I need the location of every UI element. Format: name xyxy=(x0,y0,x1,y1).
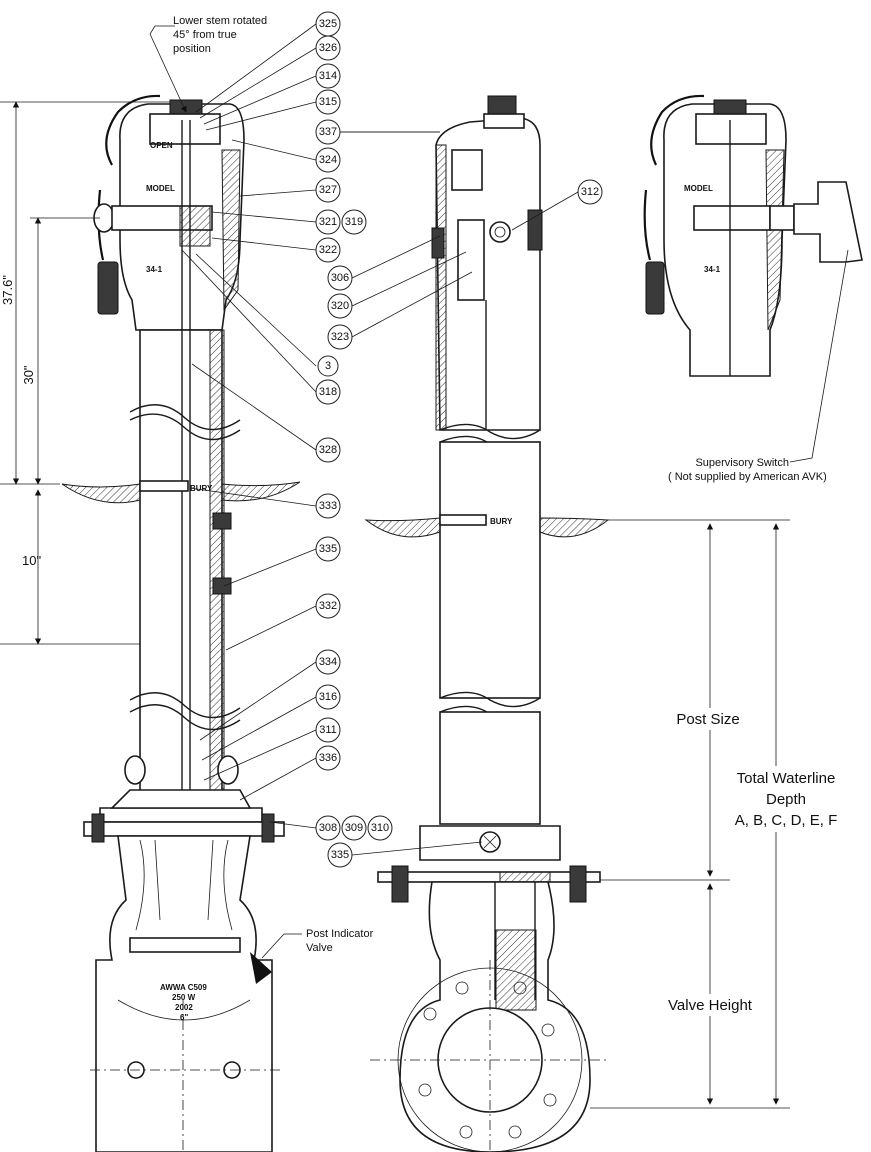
bury-marking-left: BURY xyxy=(190,484,213,493)
svg-text:334: 334 xyxy=(319,656,337,668)
callout-322: 322 xyxy=(315,237,341,263)
callout-335-upper: 335 xyxy=(315,536,341,562)
open-marking: OPEN xyxy=(150,141,173,150)
callout-324: 324 xyxy=(315,147,341,173)
svg-text:324: 324 xyxy=(319,154,337,166)
bury-offset-dim: 10" xyxy=(22,553,41,568)
total-depth-label-3: A, B, C, D, E, F xyxy=(735,812,838,829)
callout-334: 334 xyxy=(315,649,341,675)
supervisory-note-line-2: ( Not supplied by American AVK) xyxy=(668,471,827,483)
model-number-right: 34-1 xyxy=(704,265,721,274)
middle-view: BURY xyxy=(364,95,610,1152)
callout-325: 325 xyxy=(315,11,341,37)
svg-text:325: 325 xyxy=(319,18,337,30)
callout-337: 337 xyxy=(315,119,341,145)
svg-text:323: 323 xyxy=(331,331,349,343)
callout-318: 318 xyxy=(315,379,341,405)
svg-text:309: 309 xyxy=(345,822,363,834)
total-depth-label-1: Total Waterline xyxy=(737,770,836,787)
svg-text:335: 335 xyxy=(331,849,349,861)
callout-323: 323 xyxy=(327,324,353,350)
svg-text:328: 328 xyxy=(319,444,337,456)
svg-text:332: 332 xyxy=(319,600,337,612)
svg-text:322: 322 xyxy=(319,244,337,256)
callout-316: 316 xyxy=(315,684,341,710)
svg-text:316: 316 xyxy=(319,691,337,703)
svg-text:3: 3 xyxy=(325,360,331,372)
callout-bubbles: 325 326 314 315 337 324 327 312 321 319 … xyxy=(315,11,603,868)
piv-note-line-1: Post Indicator xyxy=(306,928,374,940)
svg-text:315: 315 xyxy=(319,96,337,108)
svg-text:321: 321 xyxy=(319,216,337,228)
upper-height-dim: 30" xyxy=(21,365,36,384)
callout-327: 327 xyxy=(315,177,341,203)
svg-text:335: 335 xyxy=(319,543,337,555)
year-marking: 2002 xyxy=(175,1003,193,1012)
piv-note: Post Indicator Valve xyxy=(250,928,374,984)
callout-319: 319 xyxy=(341,209,367,235)
callout-310: 310 xyxy=(367,815,393,841)
bury-marking-middle: BURY xyxy=(490,517,513,526)
stem-note-line-1: Lower stem rotated xyxy=(173,15,267,27)
right-dimensions: Post Size Total Waterline Depth A, B, C,… xyxy=(590,519,854,1109)
callout-326: 326 xyxy=(315,35,341,61)
model-marking-right: MODEL xyxy=(684,184,713,193)
callout-3: 3 xyxy=(317,355,339,377)
left-section-view: MODEL 34-1 AWWA C509 250 W 2002 6" BURY … xyxy=(61,94,301,1152)
awwa-marking: AWWA C509 xyxy=(160,983,207,992)
piv-note-line-2: Valve xyxy=(306,942,333,954)
callout-306: 306 xyxy=(327,265,353,291)
callout-308: 308 xyxy=(315,815,341,841)
callout-335-lower: 335 xyxy=(327,842,353,868)
svg-text:318: 318 xyxy=(319,386,337,398)
callout-332: 332 xyxy=(315,593,341,619)
svg-text:310: 310 xyxy=(371,822,389,834)
stem-note-line-2: 45° from true xyxy=(173,29,237,41)
callout-315: 315 xyxy=(315,89,341,115)
svg-text:306: 306 xyxy=(331,272,349,284)
valve-height-label: Valve Height xyxy=(668,997,753,1014)
svg-text:308: 308 xyxy=(319,822,337,834)
stem-note-line-3: position xyxy=(173,43,211,55)
callout-328: 328 xyxy=(315,437,341,463)
left-leaders xyxy=(181,23,317,829)
svg-text:336: 336 xyxy=(319,752,337,764)
supervisory-note-line-1: Supervisory Switch xyxy=(695,457,789,469)
callout-314: 314 xyxy=(315,63,341,89)
model-marking-left: MODEL xyxy=(146,184,175,193)
callout-336: 336 xyxy=(315,745,341,771)
callout-309: 309 xyxy=(341,815,367,841)
post-size-label: Post Size xyxy=(676,711,739,728)
callout-333: 333 xyxy=(315,493,341,519)
total-depth-label-2: Depth xyxy=(766,791,806,808)
model-number-left: 34-1 xyxy=(146,265,163,274)
right-head-view: MODEL 34-1 Supervisory Switch ( Not supp… xyxy=(643,94,863,483)
svg-text:320: 320 xyxy=(331,300,349,312)
svg-text:337: 337 xyxy=(319,126,337,138)
rating-marking: 250 W xyxy=(172,993,196,1002)
svg-text:326: 326 xyxy=(319,42,337,54)
callout-312: 312 xyxy=(577,179,603,205)
callout-321: 321 xyxy=(315,209,341,235)
callout-320: 320 xyxy=(327,293,353,319)
stem-note: Lower stem rotated 45° from true positio… xyxy=(149,15,267,113)
svg-text:319: 319 xyxy=(345,216,363,228)
size-marking: 6" xyxy=(180,1013,188,1022)
svg-text:333: 333 xyxy=(319,500,337,512)
overall-height-dim: 37.6" xyxy=(0,275,15,305)
svg-text:312: 312 xyxy=(581,186,599,198)
callout-311: 311 xyxy=(315,717,341,743)
left-dimensions: 37.6" 30" 10" xyxy=(0,101,170,645)
svg-text:327: 327 xyxy=(319,184,337,196)
svg-text:314: 314 xyxy=(319,70,337,82)
svg-text:311: 311 xyxy=(319,724,337,736)
